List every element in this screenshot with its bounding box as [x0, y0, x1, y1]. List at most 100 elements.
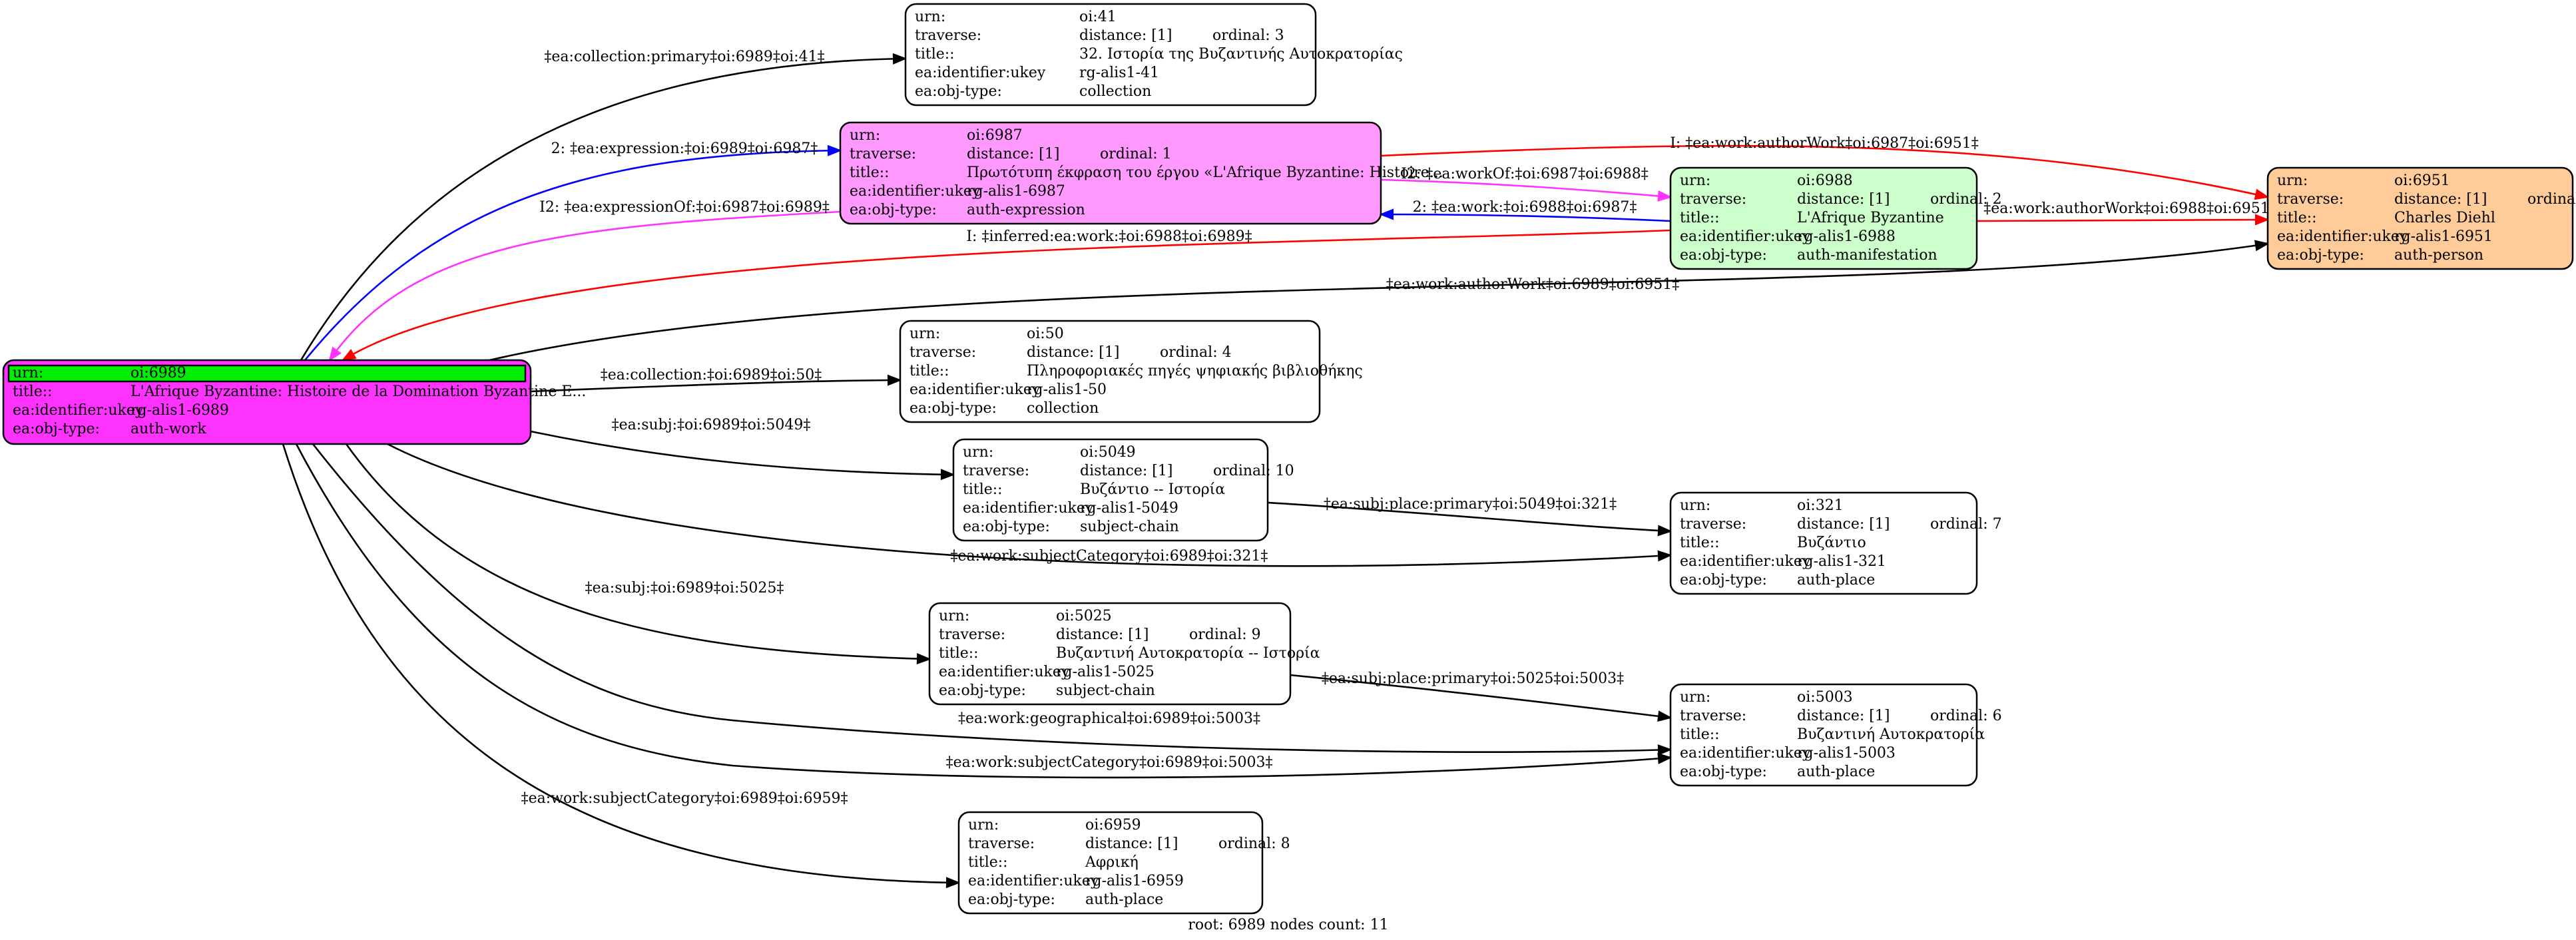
node-field-value: rg-alis1-5049	[1080, 500, 1178, 517]
node-field-value: oi:6951	[2394, 172, 2450, 189]
edges-layer: ‡ea:collection:primary‡oi:6989‡oi:41‡ 2: …	[282, 49, 2277, 889]
node-field-key: title::	[2277, 210, 2317, 226]
edge-line	[282, 443, 959, 884]
edge-arrowhead	[2254, 188, 2270, 200]
edge-label: ‡ea:work:subjectCategory‡oi:6989‡oi:321‡	[951, 548, 1268, 565]
edge-arrowhead	[916, 653, 931, 664]
edge-line	[342, 229, 1671, 361]
node-field-key: ea:identifier:ukey	[968, 873, 1099, 889]
node-field-ordinal: ordinal: 1	[1100, 146, 1172, 162]
edge-line	[312, 443, 1671, 753]
node-field-key: ea:obj-type:	[915, 83, 1002, 100]
node-field-value: auth-expression	[967, 202, 1085, 218]
node-box	[839, 121, 1382, 225]
edge-line	[489, 242, 2268, 361]
node-field-key: urn:	[2277, 172, 2308, 189]
node-box	[2266, 166, 2574, 270]
edge-line	[295, 443, 1671, 779]
node-field-value: rg-alis1-6988	[1797, 228, 1896, 245]
edge-arrowhead	[2254, 240, 2270, 252]
node-field-value: rg-alis1-50	[1027, 381, 1107, 398]
node-field-key: ea:obj-type:	[909, 400, 997, 417]
node-field-value: oi:321	[1797, 497, 1844, 514]
node-field-value: oi:6988	[1797, 172, 1853, 189]
edge-arrowhead	[1657, 190, 1673, 202]
edge-line	[1380, 178, 1671, 198]
node-field-key: ea:obj-type:	[1680, 247, 1767, 264]
edge-line	[1976, 218, 2268, 222]
node-field-key: ea:identifier:ukey	[1680, 228, 1811, 245]
edge-label: ‡ea:collection:‡oi:6989‡oi:50‡	[601, 367, 822, 383]
edge-arrowhead	[945, 877, 961, 889]
node-field-value: rg-alis1-6989	[130, 402, 229, 419]
edge-arrowhead	[1657, 753, 1673, 764]
node-field-value: 32. Ιστορία της Βυζαντινής Αυτοκρατορίας	[1079, 46, 1403, 63]
node-field-value: auth-work	[130, 421, 206, 437]
node-field-value: distance: [1]	[1797, 708, 1890, 724]
edge-n6987-n6989: I2: ‡ea:expressionOf:‡oi:6987‡oi:6989‡	[328, 199, 841, 362]
edge-arrowhead	[1657, 550, 1673, 562]
node-field-key: ea:obj-type:	[13, 421, 100, 437]
node-field-value: Βυζάντιο	[1797, 535, 1866, 551]
edge-label: ‡ea:subj:place:primary‡oi:5025‡oi:5003‡	[1322, 670, 1624, 687]
edge-n5025-n5003: ‡ea:subj:place:primary‡oi:5025‡oi:5003‡	[1290, 670, 1673, 722]
edge-label: 2: ‡ea:work:‡oi:6988‡oi:6987‡	[1413, 199, 1637, 216]
node-field-value: oi:41	[1079, 9, 1117, 25]
node-field-key: title::	[1680, 535, 1720, 551]
node-field-value: Πληροφοριακές πηγές ψηφιακής βιβλιοθήκης	[1027, 363, 1363, 379]
node-field-key: title::	[1680, 726, 1720, 743]
edge-line	[530, 379, 901, 393]
edge-label: ‡ea:collection:primary‡oi:6989‡oi:41‡	[544, 49, 824, 65]
edge-arrowhead	[328, 346, 342, 362]
edge-arrowhead	[2254, 214, 2270, 226]
edge-n6988-n6989: I: ‡inferred:ea:work:‡oi:6988‡oi:6989‡	[341, 228, 1671, 361]
node-box	[928, 602, 1292, 706]
node-field-value: rg-alis1-5003	[1797, 745, 1896, 762]
node-field-key: urn:	[968, 817, 999, 833]
node-field-key: urn:	[915, 9, 945, 25]
edge-line	[1290, 674, 1671, 719]
node-field-value: distance: [1]	[1085, 835, 1178, 852]
edge-line	[304, 149, 841, 361]
node-field-key: title::	[963, 481, 1003, 498]
node-box	[904, 3, 1317, 107]
node-field-key: traverse:	[909, 344, 976, 361]
node-field-value: Πρωτότυπη έκφραση του έργου «L'Afrique B…	[967, 164, 1443, 181]
node-field-key: ea:obj-type:	[850, 202, 937, 218]
node-field-key: title::	[13, 383, 53, 400]
node-field-ordinal: ordinal: 2	[1930, 191, 2002, 208]
edge-line	[387, 443, 1671, 567]
node-field-ordinal: ordinal: 8	[1218, 835, 1290, 852]
edge-arrowhead	[827, 144, 842, 156]
node-field-ordinal: ordinal: 4	[1160, 344, 1232, 361]
node-field-key: ea:obj-type:	[963, 519, 1050, 535]
edge-n6989-n5003: ‡ea:work:geographical‡oi:6989‡oi:5003‡	[312, 443, 1673, 756]
node-field-key: ea:obj-type:	[1680, 572, 1767, 588]
node-field-value: rg-alis1-41	[1079, 65, 1159, 81]
node-field-key: urn:	[939, 608, 969, 624]
node-box	[1669, 166, 1978, 270]
node-field-ordinal: ordinal: 10	[1213, 463, 1294, 479]
edge-n6989-n5003: ‡ea:work:subjectCategory‡oi:6989‡oi:5003…	[295, 443, 1673, 779]
edge-arrowhead	[940, 469, 955, 481]
node-field-key: ea:identifier:ukey	[915, 65, 1046, 81]
node-field-key: title::	[1680, 210, 1720, 226]
edge-line	[1380, 213, 1671, 222]
node-field-value: distance: [1]	[1027, 344, 1119, 361]
edge-label: ‡ea:subj:place:primary‡oi:5049‡oi:321‡	[1324, 496, 1617, 513]
node-field-value: distance: [1]	[1056, 626, 1149, 643]
node-field-key: ea:obj-type:	[2277, 247, 2364, 264]
node-field-key: ea:identifier:ukey	[1680, 745, 1811, 762]
